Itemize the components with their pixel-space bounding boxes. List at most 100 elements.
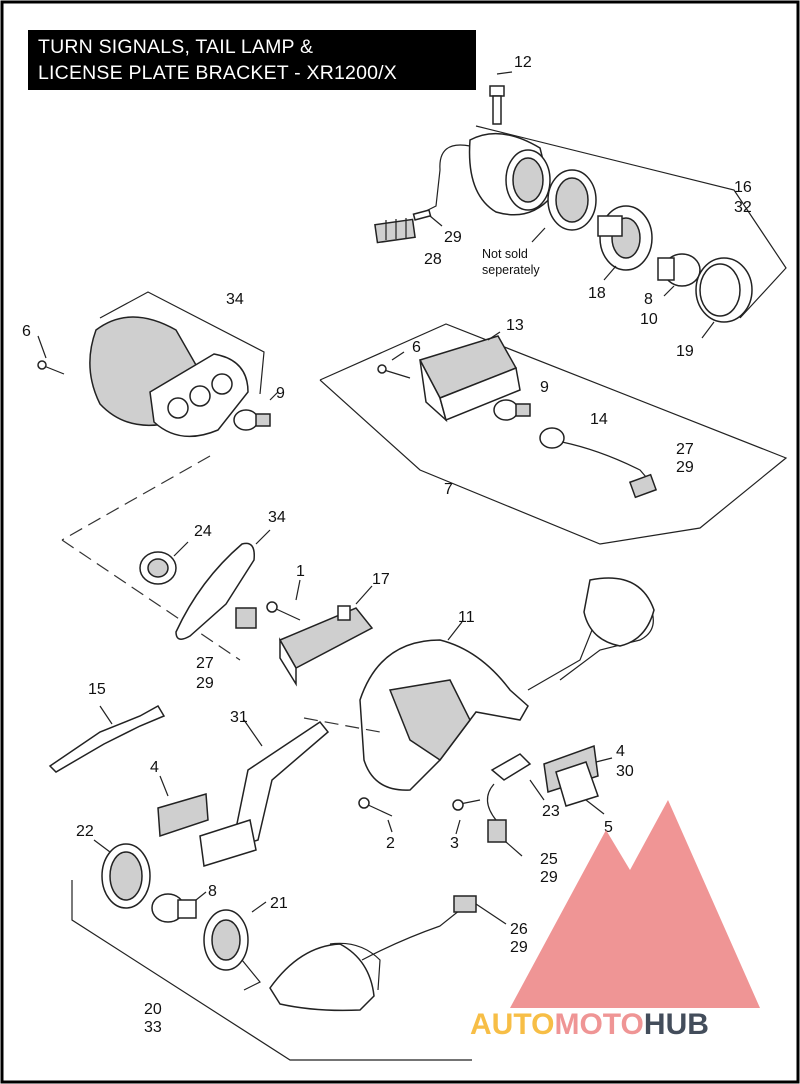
callout-17: 17 [372,571,390,588]
callout-10: 10 [640,311,658,328]
part-23-bracket-clip [490,753,545,801]
callout-31: 31 [230,709,248,726]
part-5-pad [585,799,605,815]
callout-20: 20 [144,1001,162,1018]
watermark-part-hub: HUB [644,1008,709,1041]
callout-19: 19 [676,343,694,360]
callout-6-center: 6 [412,339,421,356]
callout-5: 5 [604,819,613,836]
part-28-connector [374,218,416,244]
watermark-part-auto: AUTO [470,1008,554,1041]
part-4-pad-right [543,744,613,807]
watermark-text: AUTOMOTOHUB [470,1008,709,1041]
part-15-reflector-strip [48,704,166,773]
part-25-connector [486,783,523,857]
callout-6-left: 6 [22,323,31,340]
callout-25: 25 [540,851,558,868]
callout-34-top: 34 [226,291,244,308]
callout-33: 33 [144,1019,162,1036]
part-9-bulb-tail [233,391,279,431]
group-rear-turn-signal [71,839,507,1061]
part-18-socket [531,169,653,281]
callout-9-left: 9 [276,385,285,402]
part-rear-turn-signal-housing [269,895,507,1012]
part-21-socket-rear [203,901,267,991]
group-bracket-20 [71,880,472,1061]
callout-4-right: 4 [616,743,625,760]
part-29-terminal [412,209,443,227]
title-line-1: TURN SIGNALS, TAIL LAMP & [38,36,314,58]
leader-dash-center [303,717,381,733]
part-13-lamp-lens [418,331,521,423]
part-24-socket [139,541,189,585]
part-8-bulb-rear [151,891,207,923]
leader-dash-tail-2 [61,539,241,661]
part-6-screw-tail [37,335,65,375]
part-12-bolt [489,71,513,125]
callout-2: 2 [386,835,395,852]
callout-14: 14 [590,411,608,428]
callout-13: 13 [506,317,524,334]
callout-27-left: 27 [196,655,214,672]
watermark-logo-icon [510,800,760,1008]
part-3-screw [452,799,481,835]
part-11-fender-housing [359,577,655,791]
callout-32: 32 [734,199,752,216]
part-2-screw [358,797,393,833]
group-tail-lamp-7 [319,323,788,545]
callout-29-lower: 29 [540,869,558,886]
group-front-turn-signal [374,71,787,339]
group-bracket-16 [475,125,787,319]
part-17-plate-bracket [278,585,374,687]
part-34-reflector-bracket [175,529,271,640]
part-34-tail-lamp-housing [89,316,249,438]
callout-4-left: 4 [150,759,159,776]
callout-29-top: 29 [444,229,462,246]
callout-24: 24 [194,523,212,540]
part-19-lens [695,257,753,339]
group-bracket-7 [319,323,788,545]
part-8-bulb-front [657,253,701,297]
leader-dash-tail [61,455,211,541]
part-6-screw-center [377,351,411,379]
callout-8-bottom: 8 [208,883,217,900]
callout-26: 26 [510,921,528,938]
callout-8-top: 8 [644,291,653,308]
callout-9-center: 9 [540,379,549,396]
watermark-part-moto: MOTO [554,1008,643,1041]
callout-29-bottom: 29 [510,939,528,956]
callout-29-left: 29 [196,675,214,692]
callout-30: 30 [616,763,634,780]
watermark: AUTOMOTOHUB [470,800,760,1041]
note-not-sold-line2: seperately [482,263,540,277]
part-22-lens-ring [93,839,151,909]
diagram-title: TURN SIGNALS, TAIL LAMP & LICENSE PLATE … [28,30,476,90]
group-tail-lamp-assembly [37,291,279,661]
callout-16: 16 [734,179,752,196]
callout-3: 3 [450,835,459,852]
callout-7: 7 [444,481,453,498]
callout-15: 15 [88,681,106,698]
callout-22: 22 [76,823,94,840]
group-bracket-34-upper [99,291,265,395]
part-4-pad-left [157,775,257,867]
part-14-socket-harness [539,427,658,499]
callout-11: 11 [458,609,475,626]
callout-21: 21 [270,895,288,912]
note-not-sold-line1: Not sold [482,247,528,261]
callout-18: 18 [588,285,606,302]
callout-labels: 12 16 32 29 28 Not sold seperately 18 8 … [22,54,752,1036]
callout-23: 23 [542,803,560,820]
callout-29-center: 29 [676,459,694,476]
callout-27-center: 27 [676,441,694,458]
callout-12: 12 [514,54,532,71]
group-license-bracket [48,529,655,867]
callout-28: 28 [424,251,442,268]
callout-34-center: 34 [268,509,286,526]
part-turn-signal-housing [419,132,553,216]
part-9-bulb-center [493,399,531,421]
part-1-screw [266,579,301,621]
